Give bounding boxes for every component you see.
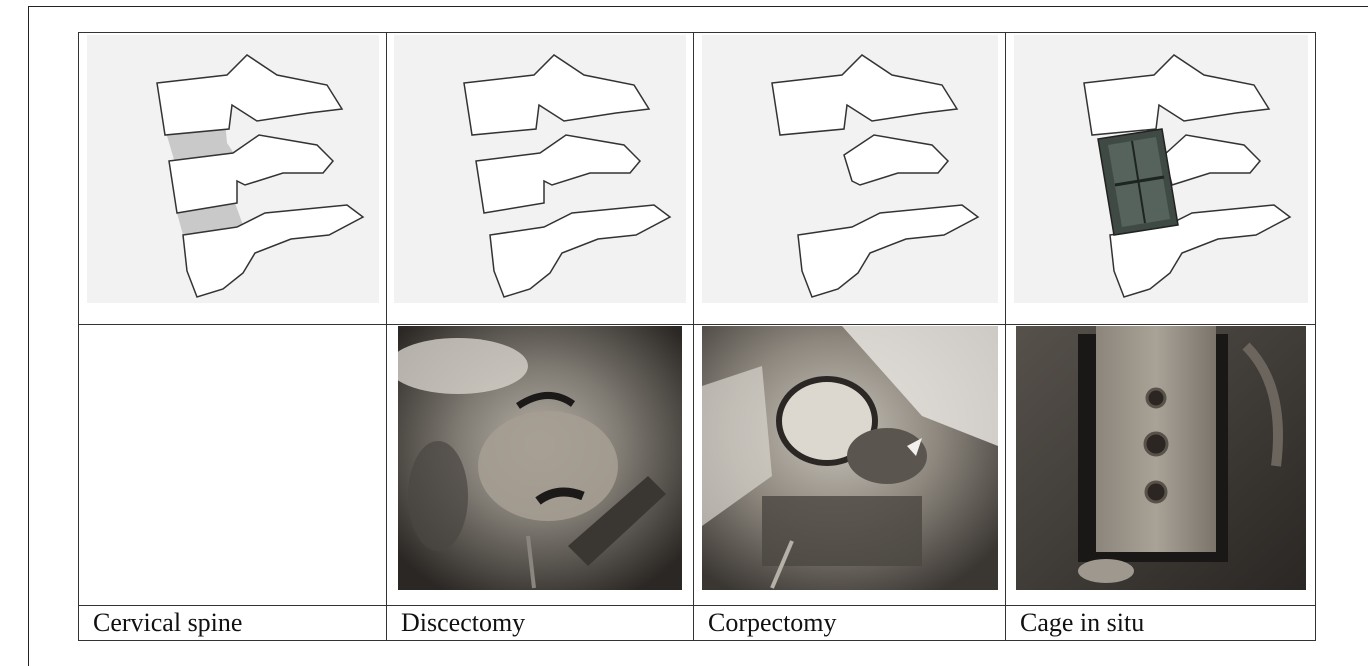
caption-discectomy: Discectomy: [387, 606, 693, 640]
caption-cage-in-situ: Cage in situ: [1006, 606, 1315, 640]
cell-caption-2: Discectomy: [387, 606, 694, 641]
cell-corpectomy-photo: [694, 325, 1006, 606]
cell-cervical-spine-illustration: [79, 33, 387, 325]
caption-row: Cervical spine Discectomy Corpectomy Cag…: [79, 606, 1316, 641]
cell-caption-3: Corpectomy: [694, 606, 1006, 641]
discectomy-illustration: [394, 35, 686, 303]
photo-row: [79, 325, 1316, 606]
cage-illustration: [1014, 35, 1308, 303]
cell-discectomy-photo: [387, 325, 694, 606]
cell-discectomy-illustration: [387, 33, 694, 325]
cell-empty: [79, 325, 387, 606]
cell-caption-4: Cage in situ: [1006, 606, 1316, 641]
discectomy-photo: [398, 326, 682, 590]
corpectomy-photo: [702, 326, 998, 590]
caption-corpectomy: Corpectomy: [694, 606, 1005, 640]
figure-table: Cervical spine Discectomy Corpectomy Cag…: [78, 32, 1316, 641]
corpectomy-illustration: [702, 35, 998, 303]
cell-cage-photo: [1006, 325, 1316, 606]
caption-cervical-spine: Cervical spine: [79, 606, 386, 640]
cervical-spine-illustration: [87, 35, 379, 303]
cell-caption-1: Cervical spine: [79, 606, 387, 641]
cell-corpectomy-illustration: [694, 33, 1006, 325]
cell-cage-illustration: [1006, 33, 1316, 325]
cage-photo: [1016, 326, 1306, 590]
illustration-row: [79, 33, 1316, 325]
